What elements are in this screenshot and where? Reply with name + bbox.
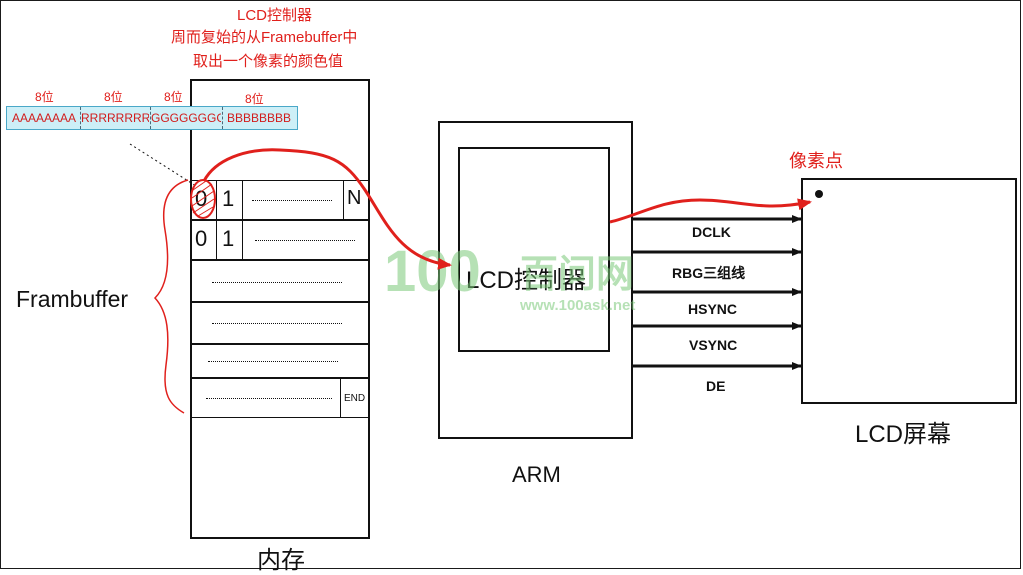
watermark-url: www.100ask.net (520, 297, 636, 314)
annotation-line-2: 周而复始的从Framebuffer中 (171, 29, 358, 46)
row2-index-0: 0 (195, 226, 208, 251)
pixel-highlight-hatch (191, 180, 215, 217)
segment-divider (222, 107, 223, 129)
arm-block (438, 121, 633, 439)
pixel-format-bar: AAAAAAAA RRRRRRRR GGGGGGGG BBBBBBBB (6, 106, 298, 130)
signal-arrows (633, 215, 802, 370)
lcd-controller-block (458, 147, 610, 352)
dotted-line (255, 240, 355, 241)
segment-green: GGGGGGGG (151, 111, 221, 125)
signal-hsync-label: HSYNC (688, 301, 738, 317)
memory-cell (216, 220, 243, 260)
leader-line (129, 143, 197, 187)
watermark-name: 百问网 (520, 254, 635, 296)
memory-label: 内存 (257, 547, 305, 574)
arm-label: ARM (512, 462, 561, 487)
signal-de-label: DE (706, 378, 726, 394)
dotted-line (208, 361, 338, 362)
signal-vsync-label: VSYNC (689, 337, 738, 353)
annotation-line-3: 取出一个像素的颜色值 (193, 53, 344, 70)
lcd-screen-label: LCD屏幕 (855, 421, 952, 448)
segment-red: RRRRRRRR (81, 111, 149, 125)
dotted-line (212, 282, 342, 283)
lcd-screen (801, 178, 1017, 404)
dotted-line (206, 398, 332, 399)
row1-index-1: 1 (222, 186, 235, 211)
lcd-controller-label: LCD控制器 (466, 267, 587, 294)
memory-cell (340, 378, 370, 418)
bit-label-g: 8位 (164, 90, 183, 104)
fetch-curve-arrow (202, 148, 452, 270)
memory-row-5 (190, 344, 370, 378)
pixel-label: 像素点 (789, 151, 843, 171)
end-label: END (344, 393, 366, 404)
dotted-line (252, 200, 332, 201)
memory-row-4 (190, 302, 370, 344)
framebuffer-brace (153, 179, 189, 414)
annotation-line-1: LCD控制器 (237, 7, 313, 24)
row1-index-0: 0 (195, 186, 208, 211)
segment-divider (150, 107, 151, 129)
bit-label-r: 8位 (104, 90, 123, 104)
row2-index-1: 1 (222, 226, 235, 251)
bit-label-a: 8位 (35, 90, 54, 104)
segment-blue: BBBBBBBB (226, 111, 292, 125)
pixel-output-arrow (609, 198, 812, 224)
memory-block (190, 79, 370, 539)
signal-dclk-label: DCLK (692, 224, 731, 240)
pixel-point (815, 190, 823, 198)
watermark-logo: 100 (384, 239, 481, 304)
segment-divider (80, 107, 81, 129)
memory-cell (216, 180, 243, 220)
bit-label-b: 8位 (245, 92, 264, 106)
signal-rgb-label: RBG三组线 (672, 265, 746, 281)
memory-row-3 (190, 260, 370, 302)
dotted-line (212, 323, 342, 324)
framebuffer-label: Frambuffer (16, 286, 129, 312)
row1-index-n: N (347, 187, 362, 209)
segment-alpha: AAAAAAAA (11, 111, 77, 125)
